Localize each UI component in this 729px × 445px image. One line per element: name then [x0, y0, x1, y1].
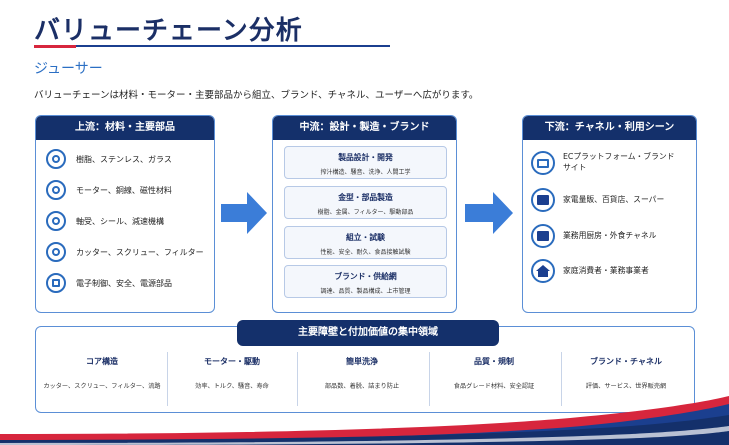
- midstream-box-sub: 性能、安全、耐久、食品接触試験: [320, 249, 411, 256]
- upstream-item: 樹脂、ステンレス、ガラス: [46, 149, 172, 169]
- store-icon: [531, 188, 555, 212]
- downstream-item-label: 家庭消費者・業務事業者: [563, 266, 649, 275]
- value-column-desc: カッター、スクリュー、フィルター、流路: [43, 383, 161, 390]
- downstream-item-label: 業務用厨房・外食チャネル: [563, 231, 657, 240]
- downstream-item: 家庭消費者・業務事業者: [531, 259, 681, 283]
- column-divider: [561, 352, 562, 406]
- upstream-item-label: モーター、銅線、磁性材料: [76, 185, 172, 195]
- crosshair-icon: [46, 242, 66, 262]
- monitor-icon: [531, 151, 555, 175]
- midstream-box-sub: 搾汁構造、騒音、洗浄、人間工学: [320, 169, 411, 176]
- value-column-desc: 評価、サービス、世界販売網: [585, 383, 667, 390]
- bottom-header: 主要障壁と付加価値の集中領域: [237, 320, 499, 346]
- value-column: ブランド・チャネル 評価、サービス、世界販売網: [561, 356, 691, 391]
- value-column-title: コア構造: [86, 357, 118, 366]
- midstream-box-title: 組立・試験: [346, 233, 385, 242]
- value-column-desc: 食品グレード材料、安全認証: [453, 383, 535, 390]
- chip-icon: [46, 273, 66, 293]
- value-column: 簡単洗浄 部品数、着脱、詰まり防止: [297, 356, 427, 391]
- column-divider: [167, 352, 168, 406]
- value-column-title: ブランド・チャネル: [590, 357, 662, 366]
- title-underline: [34, 45, 390, 47]
- midstream-box-sub: 樹脂、金属、フィルター、駆動部品: [317, 209, 414, 216]
- gear-icon: [46, 149, 66, 169]
- upstream-item-label: 樹脂、ステンレス、ガラス: [76, 154, 172, 164]
- crosshair-icon: [46, 180, 66, 200]
- downstream-item-label: ECプラットフォーム・ブランドサイト: [563, 152, 675, 172]
- downstream-item-label: 家電量販、百貨店、スーパー: [563, 195, 665, 204]
- value-column-title: 品質・規制: [474, 357, 514, 366]
- upstream-item-label: カッター、スクリュー、フィルター: [76, 247, 204, 257]
- value-column-desc: 効率、トルク、騒音、寿命: [195, 383, 269, 390]
- midstream-box: 金型・部品製造 樹脂、金属、フィルター、駆動部品: [284, 186, 447, 219]
- value-column: コア構造 カッター、スクリュー、フィルター、流路: [37, 356, 167, 391]
- midstream-box-title: ブランド・供給網: [334, 272, 397, 281]
- gear-icon: [46, 211, 66, 231]
- downstream-header: 下流：チャネル・利用シーン: [523, 116, 696, 140]
- upstream-panel: 上流：材料・主要部品 樹脂、ステンレス、ガラス モーター、銅線、磁性材料 軸受、…: [35, 115, 215, 313]
- downstream-panel: 下流：チャネル・利用シーン ECプラットフォーム・ブランドサイト 家電量販、百貨…: [522, 115, 697, 313]
- page-subtitle: ジューサー: [34, 61, 103, 77]
- value-column-title: モーター・駆動: [204, 357, 260, 366]
- page-title: バリューチェーン分析: [34, 16, 303, 46]
- store-icon: [531, 224, 555, 248]
- midstream-box: 組立・試験 性能、安全、耐久、食品接触試験: [284, 226, 447, 259]
- flow-arrow-right-icon: [221, 192, 267, 234]
- home-icon: [531, 259, 555, 283]
- downstream-item: 業務用厨房・外食チャネル: [531, 224, 681, 248]
- value-column: 品質・規制 食品グレード材料、安全認証: [429, 356, 559, 391]
- midstream-box: 製品設計・開発 搾汁構造、騒音、洗浄、人間工学: [284, 146, 447, 179]
- value-column-desc: 部品数、着脱、詰まり防止: [324, 383, 400, 390]
- upstream-header: 上流：材料・主要部品: [36, 116, 214, 140]
- midstream-box-sub: 調達、品質、製品構成、上市管理: [320, 288, 411, 295]
- column-divider: [429, 352, 430, 406]
- value-column-title: 簡単洗浄: [346, 357, 378, 366]
- page-description: バリューチェーンは材料・モーター・主要部品から組立、ブランド、チャネル、ユーザー…: [34, 90, 479, 101]
- decorative-wave: [0, 396, 729, 445]
- midstream-box-title: 金型・部品製造: [338, 193, 393, 202]
- upstream-item: モーター、銅線、磁性材料: [46, 180, 172, 200]
- flow-arrow-right-icon: [465, 192, 513, 234]
- value-column: モーター・駆動 効率、トルク、騒音、寿命: [167, 356, 297, 391]
- column-divider: [297, 352, 298, 406]
- midstream-panel: 中流：設計・製造・ブランド 製品設計・開発 搾汁構造、騒音、洗浄、人間工学 金型…: [272, 115, 457, 313]
- downstream-item: 家電量販、百貨店、スーパー: [531, 188, 681, 212]
- midstream-box-title: 製品設計・開発: [338, 153, 393, 162]
- title-underline-accent: [34, 45, 76, 48]
- midstream-header: 中流：設計・製造・ブランド: [273, 116, 456, 140]
- downstream-item: ECプラットフォーム・ブランドサイト: [531, 151, 681, 175]
- upstream-item: 電子制御、安全、電源部品: [46, 273, 172, 293]
- upstream-item-label: 電子制御、安全、電源部品: [76, 278, 172, 288]
- upstream-item: 軸受、シール、減速機構: [46, 211, 164, 231]
- upstream-item: カッター、スクリュー、フィルター: [46, 242, 204, 262]
- midstream-box: ブランド・供給網 調達、品質、製品構成、上市管理: [284, 265, 447, 298]
- upstream-item-label: 軸受、シール、減速機構: [76, 216, 164, 226]
